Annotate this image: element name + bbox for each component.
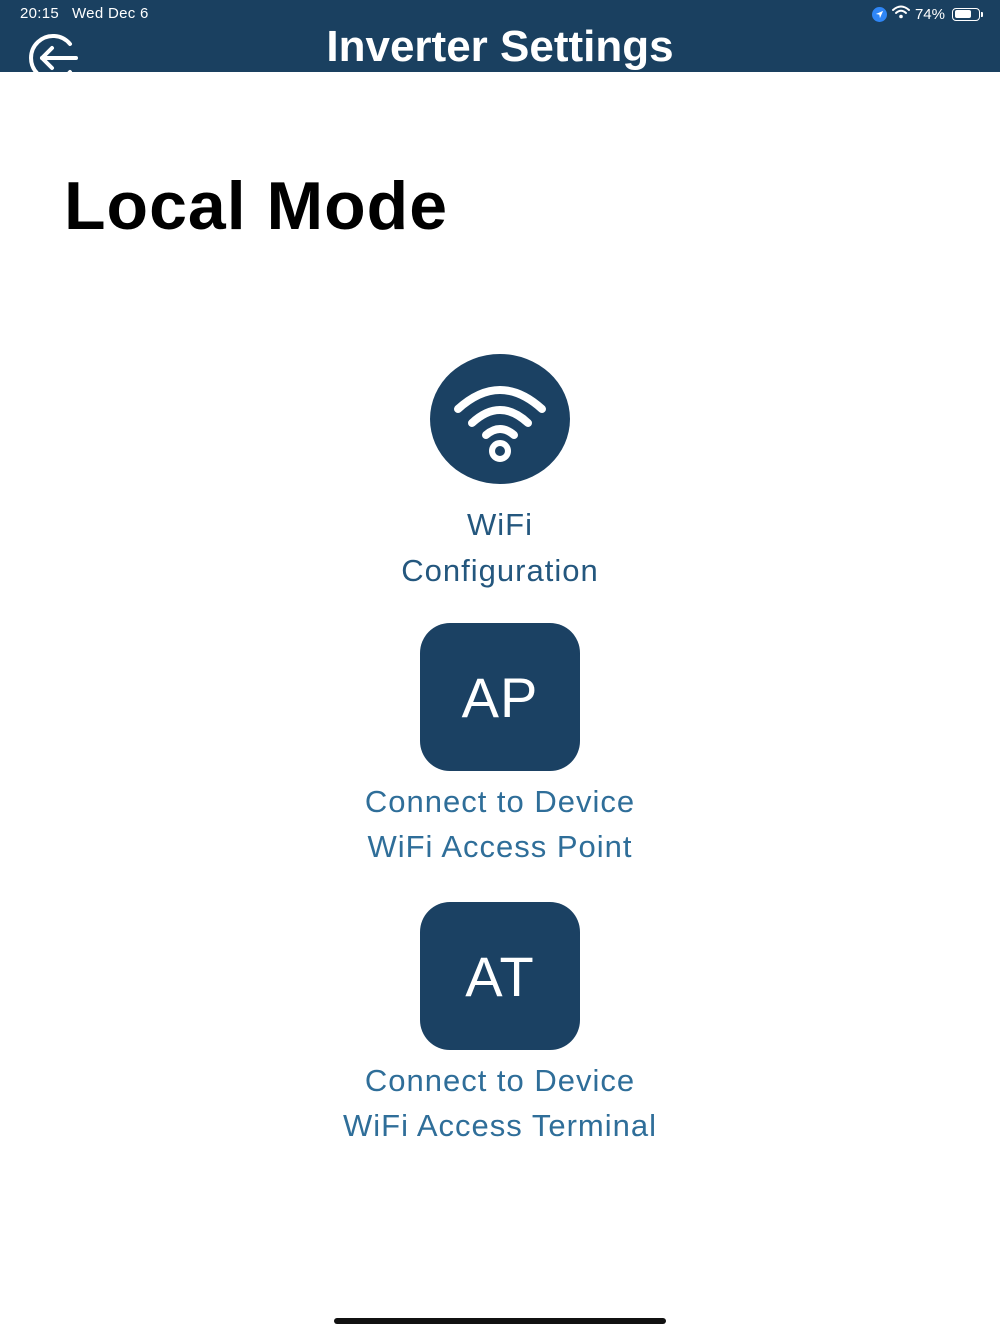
- battery-fill: [954, 10, 971, 18]
- header-title: Inverter Settings: [326, 22, 674, 71]
- home-indicator[interactable]: [334, 1318, 666, 1324]
- status-date: Wed Dec 6: [72, 5, 149, 22]
- back-arrow-icon: [29, 34, 78, 72]
- status-time: 20:15: [20, 5, 60, 22]
- wifi-configuration-label-line2[interactable]: Configuration: [401, 553, 599, 588]
- access-terminal-button[interactable]: AT: [420, 902, 580, 1050]
- status-indicators: 74%: [871, 4, 983, 24]
- access-point-label-line1[interactable]: Connect to Device: [364, 784, 636, 819]
- location-icon: [871, 6, 887, 22]
- wifi-configuration-button[interactable]: [430, 354, 570, 484]
- battery-percent: 74%: [914, 5, 945, 23]
- access-point-label-line2[interactable]: WiFi Access Point: [367, 829, 633, 864]
- access-terminal-label-line2[interactable]: WiFi Access Terminal: [343, 1108, 657, 1143]
- access-terminal-label-line1[interactable]: Connect to Device: [364, 1063, 636, 1098]
- access-point-button[interactable]: AP: [420, 623, 580, 771]
- wifi-configuration-label-line1[interactable]: WiFi: [467, 507, 533, 542]
- header-bar: 20:15 Wed Dec 6 74%: [0, 0, 1000, 72]
- battery-icon: [952, 7, 983, 21]
- wifi-signal-icon: [891, 5, 910, 23]
- page-title: Local Mode: [64, 168, 449, 244]
- back-button[interactable]: [24, 30, 80, 72]
- wifi-icon: [454, 386, 546, 462]
